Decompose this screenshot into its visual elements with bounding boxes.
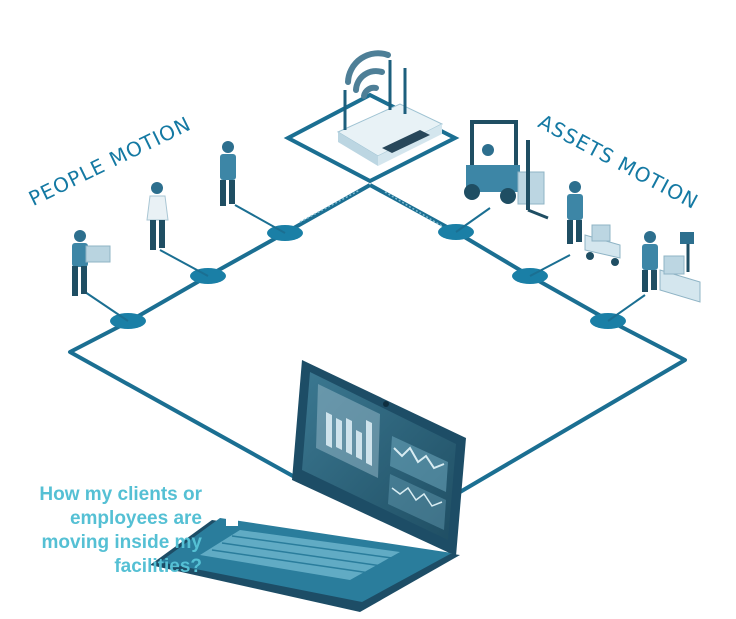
question-text: How my clients or employees are moving i…	[39, 484, 202, 577]
wifi-router-icon	[336, 50, 444, 166]
network-lines	[68, 183, 687, 494]
network-nodes	[110, 224, 626, 329]
wireless-links	[299, 189, 443, 227]
cart-icon	[642, 231, 701, 303]
forklift-icon	[464, 120, 549, 220]
laptop-icon	[150, 360, 466, 612]
person-icon	[220, 141, 236, 206]
person-icon	[72, 230, 111, 296]
cart-icon	[567, 181, 621, 266]
person-icon	[146, 182, 169, 250]
